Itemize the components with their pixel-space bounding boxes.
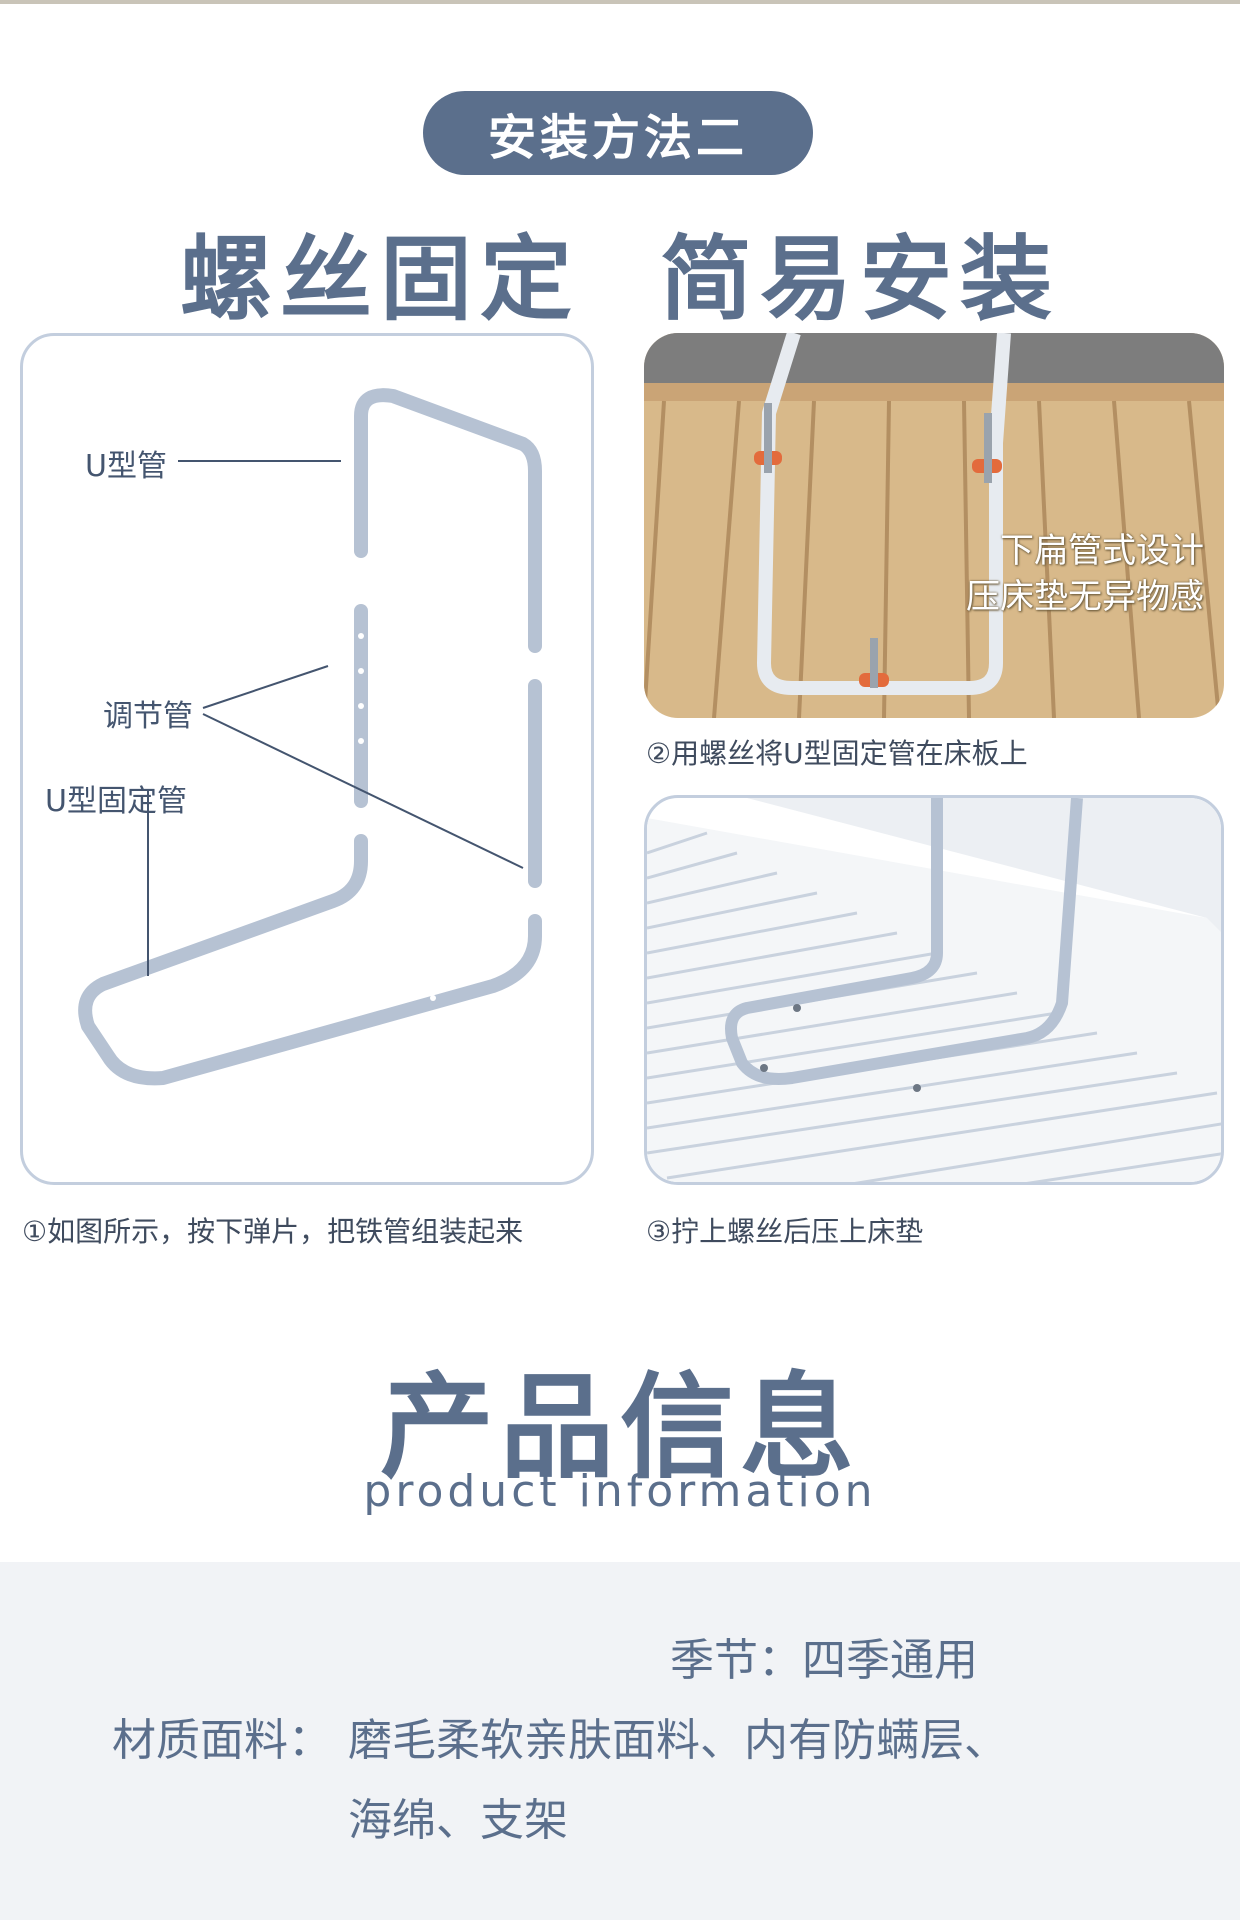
product-info-subtitle: product information bbox=[363, 1466, 877, 1517]
assembly-diagram-panel: U型管 调节管 U型固定管 bbox=[20, 333, 594, 1185]
slats-illustration-panel bbox=[644, 795, 1224, 1185]
slats-illustration bbox=[647, 798, 1221, 1182]
caption-step-3: ③拧上螺丝后压上床垫 bbox=[646, 1215, 924, 1248]
label-adjust-tube: 调节管 bbox=[103, 699, 193, 734]
season-line: 季节：四季通用 bbox=[670, 1635, 978, 1686]
material-label: 材质面料： bbox=[112, 1715, 332, 1766]
overlay-line-1: 下扁管式设计 bbox=[1000, 531, 1204, 571]
caption-step-2: ②用螺丝将U型固定管在床板上 bbox=[646, 737, 1028, 770]
product-info-box: 季节：四季通用 材质面料： 磨毛柔软亲肤面料、内有防螨层、 海绵、支架 bbox=[0, 1562, 1240, 1920]
label-u-tube: U型管 bbox=[85, 449, 167, 484]
top-edge-strip bbox=[0, 0, 1240, 4]
tube-diagram bbox=[78, 388, 542, 1086]
material-value-line-1: 磨毛柔软亲肤面料、内有防螨层、 bbox=[348, 1715, 1008, 1766]
product-info-title: 产品信息 bbox=[379, 1361, 860, 1494]
label-u-fix-tube: U型固定管 bbox=[45, 784, 187, 819]
wood-photo-panel: 下扁管式设计 压床垫无异物感 bbox=[644, 333, 1224, 718]
material-value-line-2: 海绵、支架 bbox=[348, 1795, 568, 1846]
wood-photo bbox=[644, 333, 1224, 718]
method-badge: 安装方法二 bbox=[423, 91, 813, 175]
headline: 螺丝固定 简易安装 bbox=[179, 226, 1061, 333]
caption-step-1: ①如图所示，按下弹片，把铁管组装起来 bbox=[22, 1215, 524, 1248]
photo-overlay-text: 下扁管式设计 压床垫无异物感 bbox=[966, 528, 1204, 620]
overlay-line-2: 压床垫无异物感 bbox=[966, 577, 1204, 617]
